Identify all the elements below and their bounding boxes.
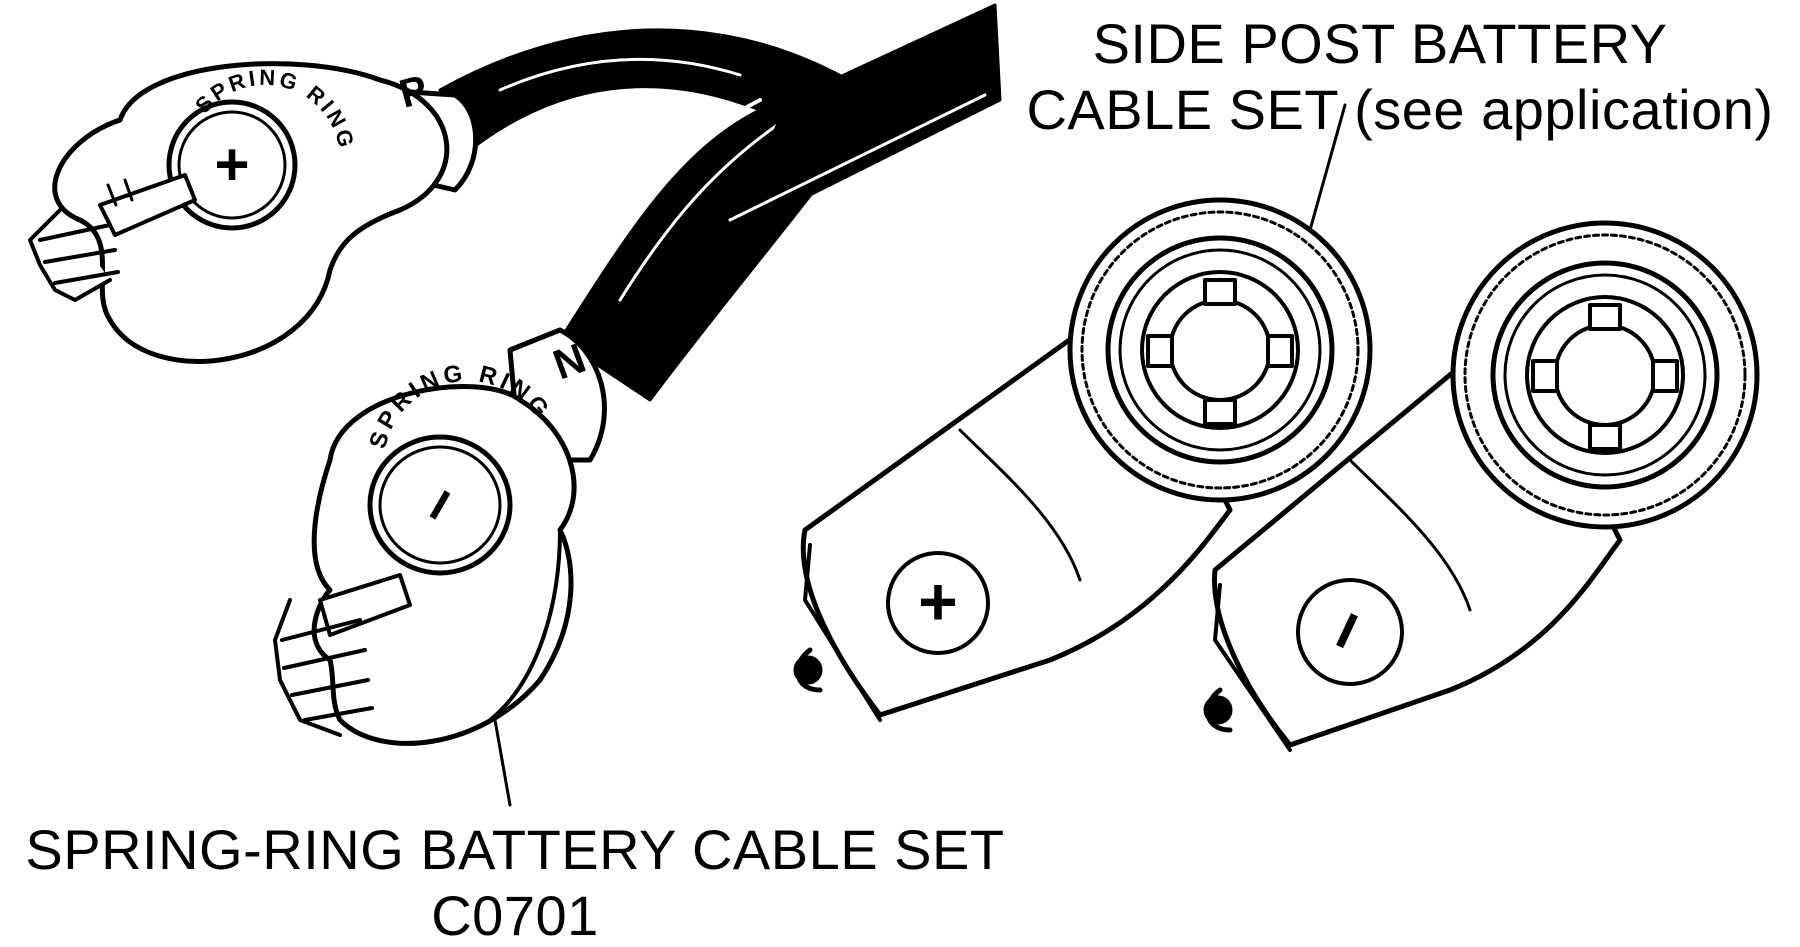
side-post-cable-set: + − bbox=[793, 103, 1760, 752]
spring-ring-label: SPRING-RING BATTERY CABLE SET bbox=[25, 818, 1005, 881]
positive-side-post-terminal bbox=[793, 197, 1373, 722]
spring-ring-leader-line bbox=[493, 718, 512, 807]
negative-side-post-terminal bbox=[1203, 220, 1760, 752]
side-post-leader-line bbox=[1308, 103, 1347, 232]
battery-cable bbox=[438, 28, 882, 402]
spring-ring-part-number: C0701 bbox=[431, 884, 599, 947]
spring-ring-cable-set bbox=[28, 3, 1002, 807]
side-post-plus-symbol: + bbox=[918, 564, 958, 640]
cable-strap bbox=[718, 3, 1002, 242]
side-post-label-line2: CABLE SET (see application) bbox=[1026, 78, 1774, 141]
upper-plus-symbol: + bbox=[214, 131, 249, 198]
positive-spring-ring-terminal bbox=[28, 61, 479, 364]
side-post-label-line1: SIDE POST BATTERY bbox=[1092, 12, 1668, 75]
negative-spring-ring-terminal bbox=[273, 327, 607, 807]
